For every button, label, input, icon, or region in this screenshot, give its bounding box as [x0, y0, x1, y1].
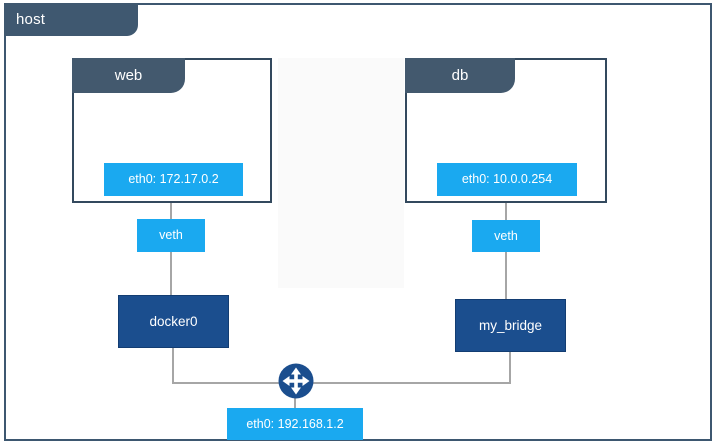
link-bus-left: [172, 382, 296, 384]
host-tab-label: host: [16, 11, 46, 28]
container-db[interactable]: db eth0: 10.0.0.254: [405, 58, 607, 203]
interface-chip-db-eth0[interactable]: eth0: 10.0.0.254: [437, 163, 577, 196]
bridge-docker0-label: docker0: [149, 313, 198, 329]
link-web-eth0-to-veth: [170, 195, 172, 221]
link-my-bridge-to-bus: [509, 350, 511, 384]
container-web[interactable]: web eth0: 172.17.0.2: [72, 58, 272, 203]
background-panel: [278, 58, 404, 288]
container-web-name: web: [114, 66, 143, 84]
container-db-name: db: [451, 66, 469, 84]
interface-chip-web-eth0[interactable]: eth0: 172.17.0.2: [104, 163, 243, 196]
link-bus-right: [296, 382, 511, 384]
veth-left-label: veth: [159, 228, 183, 243]
link-docker0-to-bus: [172, 346, 174, 384]
veth-right-label: veth: [494, 228, 518, 243]
link-veth-to-my-bridge: [505, 250, 507, 301]
bridge-docker0[interactable]: docker0: [118, 295, 229, 348]
link-veth-to-docker0: [170, 250, 172, 297]
link-db-eth0-to-veth: [505, 195, 507, 221]
host-tab[interactable]: host: [4, 3, 138, 36]
interface-chip-web-eth0-label: eth0: 172.17.0.2: [128, 172, 219, 187]
interface-chip-db-eth0-label: eth0: 10.0.0.254: [461, 172, 553, 187]
container-web-header: web: [72, 58, 185, 93]
router-four-way-arrows-icon[interactable]: [278, 363, 314, 399]
container-db-header: db: [405, 58, 515, 93]
router-four-way-arrows-glyph: [278, 363, 314, 399]
bridge-my-bridge[interactable]: my_bridge: [455, 299, 566, 352]
interface-chip-host-eth0-label: eth0: 192.168.1.2: [246, 416, 344, 431]
bridge-my-bridge-label: my_bridge: [478, 317, 543, 333]
interface-chip-host-eth0[interactable]: eth0: 192.168.1.2: [227, 408, 363, 440]
veth-left[interactable]: veth: [137, 219, 205, 252]
veth-right[interactable]: veth: [472, 220, 540, 252]
